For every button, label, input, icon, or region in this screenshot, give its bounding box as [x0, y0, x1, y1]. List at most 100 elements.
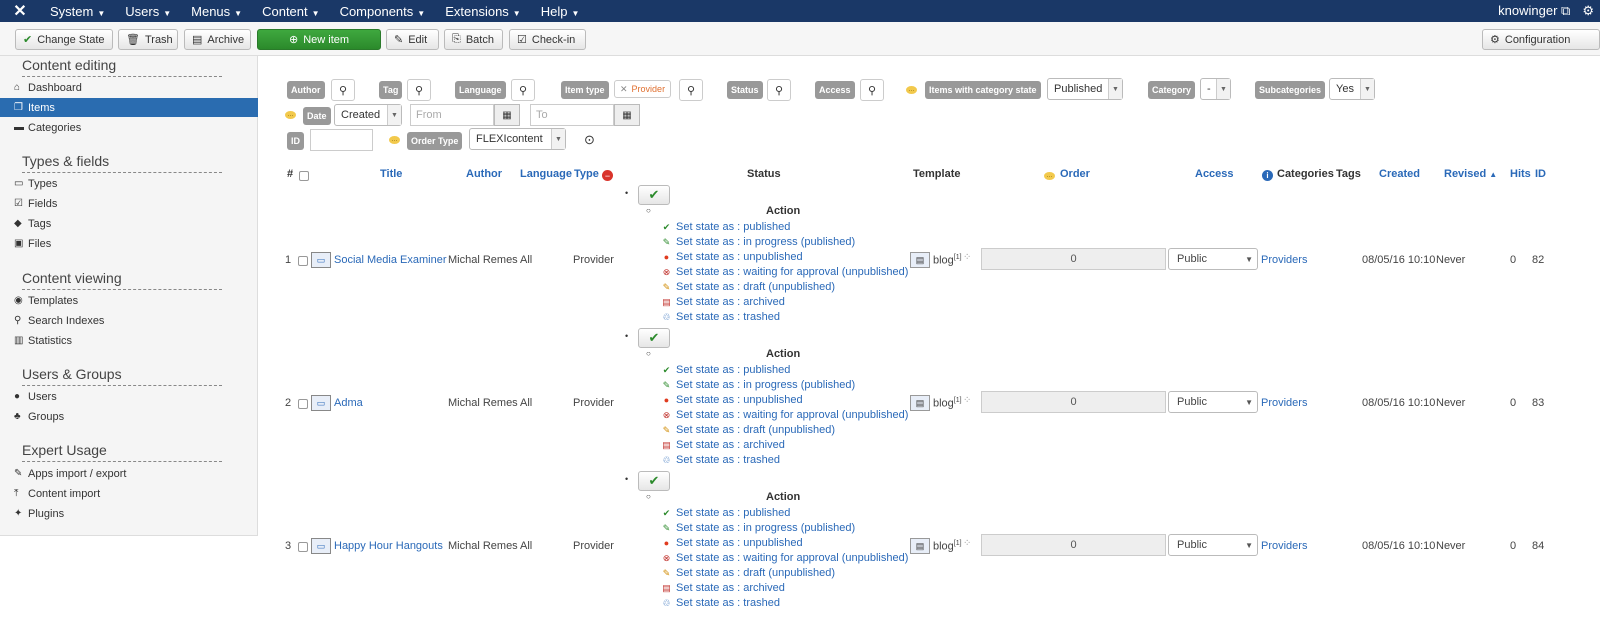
set-state-option[interactable]: ⊗Set state as : waiting for approval (un… — [660, 409, 909, 421]
archive-button[interactable]: ▤Archive — [184, 29, 251, 50]
column-header-revised[interactable]: Revised ▲ — [1444, 168, 1497, 180]
drag-handle-icon[interactable]: ⁘ — [963, 252, 972, 263]
menu-extensions[interactable]: Extensions▼ — [435, 4, 531, 19]
filter-author-search-icon[interactable]: ⚲ — [331, 79, 355, 101]
column-header-title[interactable]: Title — [380, 168, 403, 180]
sidebar-item-files[interactable]: ▣Files — [0, 234, 258, 253]
template-icon[interactable]: ▤ — [910, 395, 930, 411]
filter-item-type-search-icon[interactable]: ⚲ — [679, 79, 703, 101]
date-to-input[interactable]: To — [530, 104, 614, 126]
drag-handle-icon[interactable]: ⁘ — [963, 395, 972, 406]
column-header-language[interactable]: Language — [520, 168, 572, 180]
category-link[interactable]: Providers — [1261, 540, 1308, 552]
sidebar-item-fields[interactable]: ☑Fields — [0, 194, 258, 213]
sidebar-item-search-indexes[interactable]: ⚲Search Indexes — [0, 311, 258, 330]
new-item-button[interactable]: ⊕New item — [257, 29, 381, 50]
column-header-access[interactable]: Access — [1195, 168, 1234, 180]
row-checkbox[interactable] — [298, 542, 308, 552]
access-select[interactable]: Public▼ — [1168, 248, 1258, 270]
row-checkbox[interactable] — [298, 256, 308, 266]
menu-content[interactable]: Content▼ — [252, 4, 329, 19]
row-checkbox[interactable] — [298, 399, 308, 409]
configuration-button[interactable]: ⚙Configuration — [1482, 29, 1600, 50]
filter-access-search-icon[interactable]: ⚲ — [860, 79, 884, 101]
column-header-id[interactable]: ID — [1535, 168, 1546, 180]
template-icon[interactable]: ▤ — [910, 252, 930, 268]
filter-date-select[interactable]: Created▼ — [334, 104, 402, 126]
set-state-option[interactable]: ✔Set state as : published — [660, 221, 791, 233]
set-state-option[interactable]: ●Set state as : unpublished — [660, 537, 803, 549]
calendar-to-icon[interactable]: ▦ — [614, 104, 640, 126]
checkin-button[interactable]: ☑Check-in — [509, 29, 586, 50]
set-state-option[interactable]: ▤Set state as : archived — [660, 582, 785, 594]
set-state-option[interactable]: ▤Set state as : archived — [660, 439, 785, 451]
set-state-option[interactable]: ✎Set state as : in progress (published) — [660, 236, 855, 248]
trash-button[interactable]: 🗑Trash — [118, 29, 178, 50]
column-header-created[interactable]: Created — [1379, 168, 1420, 180]
category-link[interactable]: Providers — [1261, 254, 1308, 266]
change-state-button[interactable]: ✔ — [638, 471, 670, 491]
item-title-link[interactable]: Happy Hour Hangouts — [334, 540, 443, 552]
remove-icon[interactable]: ✕ — [620, 83, 628, 94]
set-state-option[interactable]: ♲Set state as : trashed — [660, 454, 780, 466]
access-select[interactable]: Public▼ — [1168, 391, 1258, 413]
set-state-option[interactable]: ✔Set state as : published — [660, 507, 791, 519]
sidebar-item-categories[interactable]: ▬Categories — [0, 118, 258, 137]
set-state-option[interactable]: ♲Set state as : trashed — [660, 311, 780, 323]
filter-subcategories-select[interactable]: Yes▼ — [1329, 78, 1375, 100]
set-state-option[interactable]: ⊗Set state as : waiting for approval (un… — [660, 552, 909, 564]
filter-tag-search-icon[interactable]: ⚲ — [407, 79, 431, 101]
set-state-option[interactable]: ✎Set state as : in progress (published) — [660, 522, 855, 534]
filter-provider-tag[interactable]: ✕Provider — [614, 80, 672, 98]
drag-handle-icon[interactable]: ⁘ — [963, 538, 972, 549]
access-select[interactable]: Public▼ — [1168, 534, 1258, 556]
menu-users[interactable]: Users▼ — [115, 4, 181, 19]
set-state-option[interactable]: ✔Set state as : published — [660, 364, 791, 376]
order-input[interactable]: 0 — [981, 248, 1166, 270]
menu-components[interactable]: Components▼ — [330, 4, 436, 19]
filter-id-input[interactable] — [310, 129, 373, 151]
joomla-logo-icon[interactable]: ✕ — [13, 3, 27, 20]
set-state-option[interactable]: ✎Set state as : in progress (published) — [660, 379, 855, 391]
clear-filter-icon[interactable]: − — [602, 170, 613, 181]
menu-system[interactable]: System▼ — [40, 4, 115, 19]
sidebar-item-groups[interactable]: ♣Groups — [0, 407, 258, 426]
set-state-option[interactable]: ✎Set state as : draft (unpublished) — [660, 424, 835, 436]
menu-help[interactable]: Help▼ — [531, 4, 590, 19]
sidebar-item-templates[interactable]: ◉Templates — [0, 291, 258, 310]
filter-language-search-icon[interactable]: ⚲ — [511, 79, 535, 101]
column-header-author[interactable]: Author — [466, 168, 503, 180]
sidebar-item-users[interactable]: ●Users — [0, 387, 258, 406]
order-input[interactable]: 0 — [981, 391, 1166, 413]
item-title-link[interactable]: Adma — [334, 397, 363, 409]
template-icon[interactable]: ▤ — [910, 538, 930, 554]
gear-icon[interactable]: ⚙ — [1582, 3, 1594, 18]
select-all-checkbox[interactable] — [299, 171, 309, 181]
filter-category-state-select[interactable]: Published▼ — [1047, 78, 1123, 100]
calendar-from-icon[interactable]: ▦ — [494, 104, 520, 126]
sidebar-item-items[interactable]: ❐Items — [0, 98, 258, 117]
filter-category-select[interactable]: -▼ — [1200, 78, 1231, 100]
batch-button[interactable]: ⎘Batch — [444, 29, 503, 50]
change-state-button[interactable]: ✔ — [638, 185, 670, 205]
set-state-option[interactable]: ▤Set state as : archived — [660, 296, 785, 308]
menu-menus[interactable]: Menus▼ — [181, 4, 252, 19]
set-state-option[interactable]: ✎Set state as : draft (unpublished) — [660, 567, 835, 579]
sidebar-item-plugins[interactable]: ✦Plugins — [0, 504, 258, 523]
column-header-hits[interactable]: Hits — [1510, 168, 1531, 180]
change-state-button[interactable]: ✔Change State — [15, 29, 113, 50]
item-title-link[interactable]: Social Media Examiner — [334, 254, 447, 266]
set-state-option[interactable]: ⊗Set state as : waiting for approval (un… — [660, 266, 909, 278]
set-state-option[interactable]: ♲Set state as : trashed — [660, 597, 780, 609]
set-state-option[interactable]: ●Set state as : unpublished — [660, 251, 803, 263]
filter-status-search-icon[interactable]: ⚲ — [767, 79, 791, 101]
date-from-input[interactable]: From — [410, 104, 494, 126]
sidebar-item-content-import[interactable]: ⤒Content import — [0, 484, 258, 503]
order-input[interactable]: 0 — [981, 534, 1166, 556]
scroll-up-circle-icon[interactable]: ⊙ — [584, 132, 595, 147]
sidebar-item-tags[interactable]: ◆Tags — [0, 214, 258, 233]
set-state-option[interactable]: ●Set state as : unpublished — [660, 394, 803, 406]
sidebar-item-types[interactable]: ▭Types — [0, 174, 258, 193]
column-header-order[interactable]: Order — [1060, 168, 1090, 180]
column-header-type[interactable]: Type — [574, 168, 599, 180]
